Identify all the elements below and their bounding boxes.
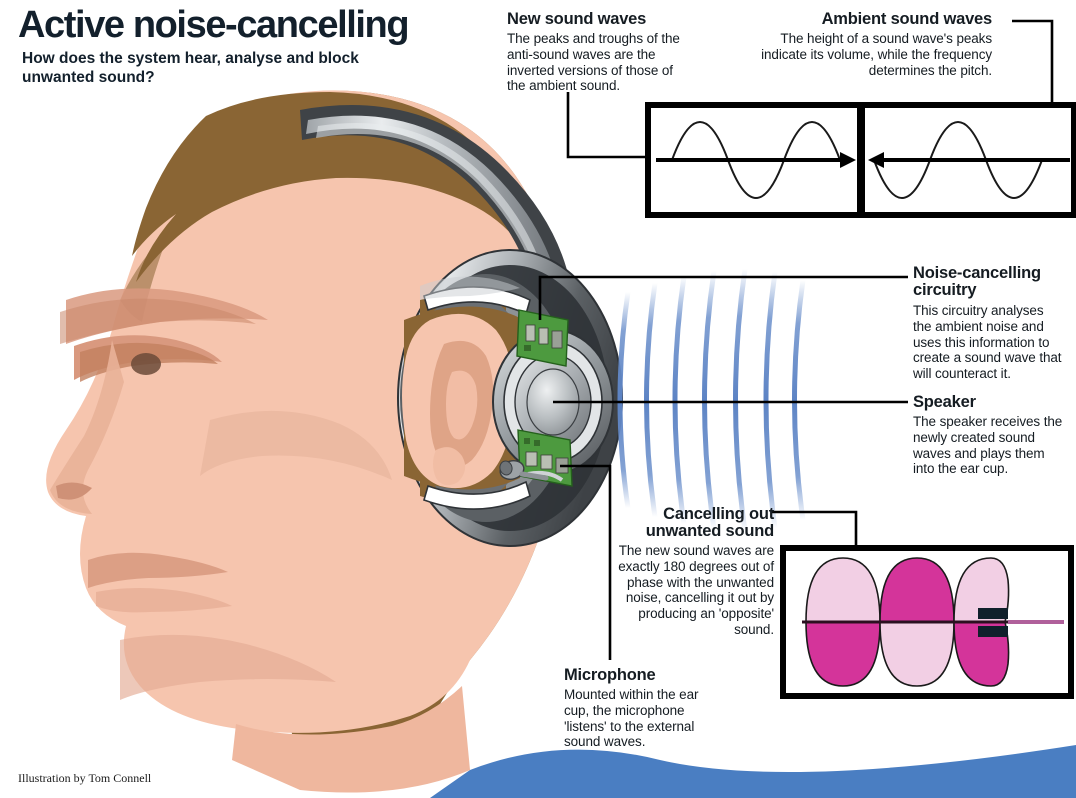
sound-wave-arcs (617, 266, 806, 534)
cancellation-diagram (780, 545, 1074, 699)
ear (402, 313, 515, 489)
ear-canal-shadow (446, 370, 478, 440)
leader-circuitry (538, 275, 908, 320)
leader-lines (538, 19, 1054, 660)
nostril (56, 482, 92, 500)
sound-arc (733, 266, 748, 534)
sound-arc (644, 280, 658, 520)
sound-arc (702, 268, 717, 532)
leader-cancelling (772, 510, 858, 548)
new-sound-wave-diagram (645, 102, 863, 218)
callout-cancelling-out-heading: Cancelling out unwanted sound (645, 505, 774, 541)
cup-hinge-bottom (423, 480, 531, 510)
neck-shape (232, 686, 470, 793)
circuit-board-top (516, 309, 569, 367)
sound-arc (792, 277, 806, 523)
jaw-shadow (120, 634, 336, 700)
page-subtitle: How does the system hear, analyse and bl… (22, 50, 359, 86)
callout-ambient-sound-waves-body: The height of a sound wave's peaks indic… (761, 31, 992, 78)
arrow-head-right (840, 152, 856, 168)
callout-microphone-body: Mounted within the ear cup, the micropho… (564, 687, 699, 750)
page-title: Active noise-cancelling (18, 4, 410, 46)
shirt-shape (430, 745, 1076, 798)
callout-noise-cancelling-circuitry-heading: Noise-cancelling circuitry (913, 264, 1041, 300)
cup-rim-highlight (420, 276, 520, 300)
nose-shape (50, 340, 124, 514)
callout-noise-cancelling-circuitry-body: This circuitry analyses the ambient nois… (913, 303, 1062, 382)
sound-arc (617, 289, 631, 511)
ambient-sound-wave-diagram (859, 102, 1076, 218)
callout-cancelling-out-body: The new sound waves are exactly 180 degr… (618, 543, 774, 637)
callout-speaker-heading: Speaker (913, 393, 976, 411)
equals-symbol (978, 608, 1008, 637)
microphone (499, 460, 564, 482)
sound-arc (672, 273, 687, 527)
callout-ambient-sound-waves-heading: Ambient sound waves (821, 10, 993, 28)
sound-arc (763, 269, 778, 531)
callout-speaker-body: The speaker receives the newly created s… (913, 414, 1063, 477)
cheek-shadow (200, 410, 392, 480)
callout-new-sound-waves-heading: New sound waves (507, 10, 647, 28)
ear-cup (397, 249, 623, 547)
iris (131, 353, 161, 375)
leader-microphone (560, 464, 612, 660)
leader-new-sound-waves (566, 92, 648, 159)
callout-microphone-heading: Microphone (564, 666, 656, 684)
illustration-credit: Illustration by Tom Connell (18, 771, 152, 785)
lower-lip (96, 588, 232, 613)
mouth-shape (88, 552, 228, 588)
callout-new-sound-waves-body: The peaks and troughs of the anti-sound … (507, 31, 680, 94)
ear-lobe (433, 447, 466, 486)
arrow-head-left (868, 152, 884, 168)
eyebrow (60, 298, 256, 344)
